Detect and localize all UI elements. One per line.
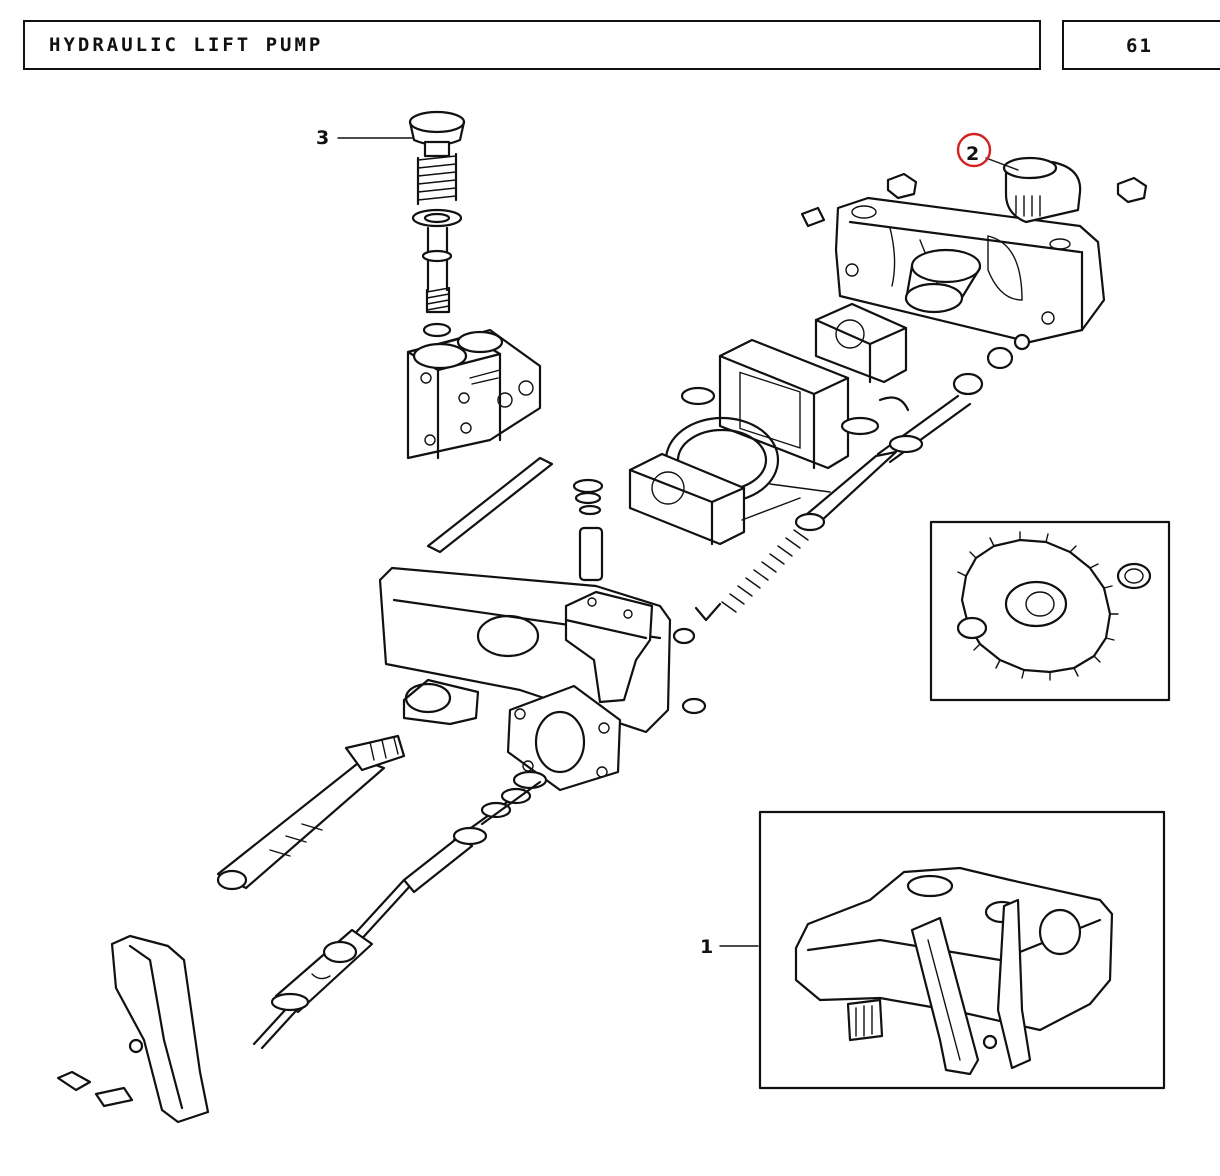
- relief-valve-assembly[interactable]: 3: [316, 110, 542, 460]
- page-number: 61: [1126, 35, 1153, 57]
- control-lever[interactable]: [56, 934, 210, 1124]
- callout-2: 2: [966, 143, 979, 165]
- lift-cover-housing[interactable]: [378, 566, 707, 792]
- title-box: HYDRAULIC LIFT PUMP: [23, 20, 1041, 70]
- inset-drive-gear[interactable]: [929, 520, 1171, 702]
- control-rod-assembly[interactable]: [252, 770, 548, 1050]
- inset-pump-assembly[interactable]: 1: [700, 810, 1166, 1090]
- control-valve-spool[interactable]: [672, 346, 1014, 645]
- callout-3: 3: [316, 127, 329, 149]
- splined-drive-shaft[interactable]: [216, 734, 406, 891]
- page-number-box: 61: [1062, 20, 1220, 70]
- page-title: HYDRAULIC LIFT PUMP: [49, 34, 324, 56]
- gear-bearing-blocks[interactable]: [628, 302, 910, 546]
- highlight-ring: [956, 132, 992, 168]
- callout-1: 1: [700, 936, 713, 958]
- pins-and-shafts[interactable]: [426, 456, 604, 582]
- pump-cover-plate[interactable]: 2: [800, 132, 1148, 351]
